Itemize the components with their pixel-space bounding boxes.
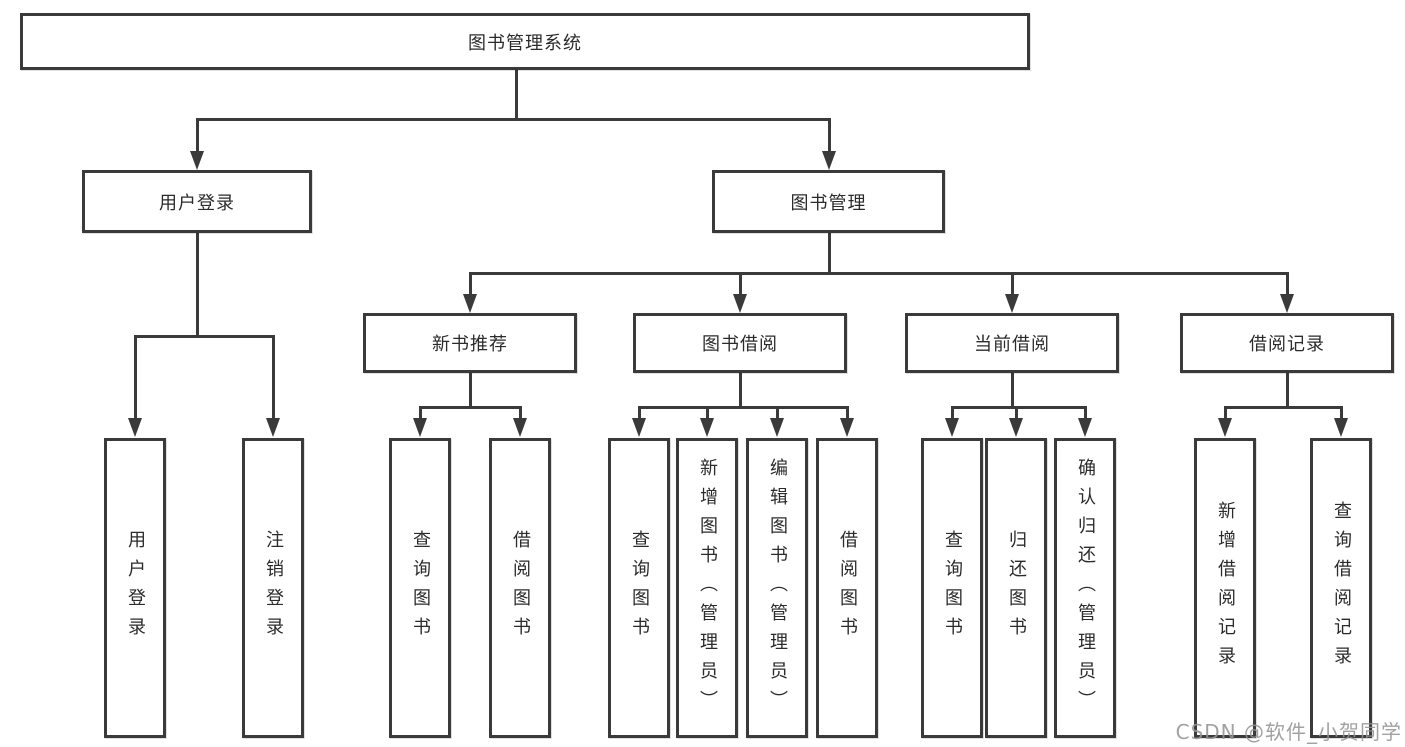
connector-line (469, 372, 472, 408)
arrowhead-down-icon (632, 418, 646, 437)
node-label: 图书管理 (790, 192, 867, 214)
connector-line (1340, 406, 1343, 420)
node-book-borrowing: 图书借阅 (633, 313, 847, 373)
connector-line (469, 272, 1289, 275)
node-label: 借阅记录 (1249, 334, 1325, 355)
node-book-management: 图书管理 (712, 170, 945, 233)
node-label: 用户登录 (159, 192, 235, 214)
node-current-borrowing: 当前借阅 (905, 313, 1119, 373)
leaf-edit-books-admin: 编辑图书（管理员） (746, 438, 808, 738)
connector-line (1011, 372, 1014, 408)
node-label: 注销登录 (263, 530, 284, 646)
connector-line (196, 118, 199, 154)
arrowhead-down-icon (1334, 418, 1348, 437)
connector-line (134, 335, 275, 338)
connector-line (706, 406, 709, 420)
connector-line (951, 406, 954, 420)
connector-line (828, 118, 831, 154)
connector-line (419, 406, 422, 420)
node-root-system: 图书管理系统 (20, 13, 1030, 70)
node-label: 编辑图书（管理员） (767, 457, 788, 719)
node-user-login: 用户登录 (82, 170, 312, 233)
connector-line (1286, 372, 1289, 408)
arrowhead-down-icon (1078, 418, 1092, 437)
connector-line (515, 69, 518, 120)
node-label: 新书推荐 (432, 334, 508, 355)
node-label: 查询借阅记录 (1331, 501, 1352, 675)
connector-line (272, 335, 275, 419)
connector-line (739, 272, 742, 296)
leaf-add-borrow-record: 新增借阅记录 (1194, 438, 1256, 738)
leaf-query-books-current: 查询图书 (921, 438, 983, 738)
connector-line (638, 406, 641, 420)
connector-line (846, 406, 849, 420)
leaf-add-books-admin: 新增图书（管理员） (676, 438, 738, 738)
leaf-return-books: 归还图书 (985, 438, 1047, 738)
connector-line (1084, 406, 1087, 420)
connector-line (134, 335, 137, 419)
connector-line (196, 118, 830, 121)
connector-line (1224, 406, 1343, 409)
arrowhead-down-icon (413, 418, 427, 437)
node-label: 确认归还（管理员） (1075, 457, 1096, 719)
connector-line (638, 406, 849, 409)
connector-line (739, 372, 742, 408)
arrowhead-down-icon (822, 151, 836, 170)
node-label: 图书借阅 (702, 334, 778, 355)
connector-line (1286, 272, 1289, 296)
arrowhead-down-icon (733, 294, 747, 313)
node-label: 图书管理系统 (468, 32, 582, 54)
connector-line (419, 406, 522, 409)
node-label: 查询图书 (629, 530, 650, 646)
arrowhead-down-icon (1005, 294, 1019, 313)
leaf-user-login: 用户登录 (104, 438, 166, 738)
arrowhead-down-icon (700, 418, 714, 437)
connector-line (1011, 272, 1014, 296)
connector-line (1224, 406, 1227, 420)
connector-line (469, 272, 472, 296)
arrowhead-down-icon (513, 418, 527, 437)
node-label: 新增图书（管理员） (697, 457, 718, 719)
node-borrow-records: 借阅记录 (1180, 313, 1394, 373)
connector-line (828, 232, 831, 274)
arrowhead-down-icon (128, 418, 142, 437)
leaf-query-borrow-record: 查询借阅记录 (1310, 438, 1372, 738)
connector-line (1015, 406, 1018, 420)
node-label: 借阅图书 (510, 530, 531, 646)
arrowhead-down-icon (190, 151, 204, 170)
connector-line (776, 406, 779, 420)
arrowhead-down-icon (1280, 294, 1294, 313)
arrowhead-down-icon (1218, 418, 1232, 437)
leaf-logout: 注销登录 (242, 438, 304, 738)
leaf-borrow-books-recommend: 借阅图书 (489, 438, 551, 738)
arrowhead-down-icon (840, 418, 854, 437)
node-label: 归还图书 (1006, 530, 1027, 646)
connector-line (196, 233, 199, 337)
node-label: 用户登录 (125, 530, 146, 646)
leaf-query-books-borrow: 查询图书 (608, 438, 670, 738)
node-label: 当前借阅 (974, 334, 1050, 355)
leaf-query-books-recommend: 查询图书 (389, 438, 451, 738)
node-new-book-recommend: 新书推荐 (363, 313, 577, 373)
arrowhead-down-icon (945, 418, 959, 437)
arrowhead-down-icon (1009, 418, 1023, 437)
node-label: 借阅图书 (837, 530, 858, 646)
arrowhead-down-icon (266, 418, 280, 437)
connector-line (951, 406, 1087, 409)
node-label: 查询图书 (942, 530, 963, 646)
arrowhead-down-icon (770, 418, 784, 437)
arrowhead-down-icon (463, 294, 477, 313)
node-label: 新增借阅记录 (1215, 501, 1236, 675)
csdn-watermark: CSDN @软件_小贺同学 (1175, 720, 1402, 744)
leaf-borrow-books: 借阅图书 (816, 438, 878, 738)
node-label: 查询图书 (410, 530, 431, 646)
leaf-confirm-return-admin: 确认归还（管理员） (1054, 438, 1116, 738)
connector-line (519, 406, 522, 420)
